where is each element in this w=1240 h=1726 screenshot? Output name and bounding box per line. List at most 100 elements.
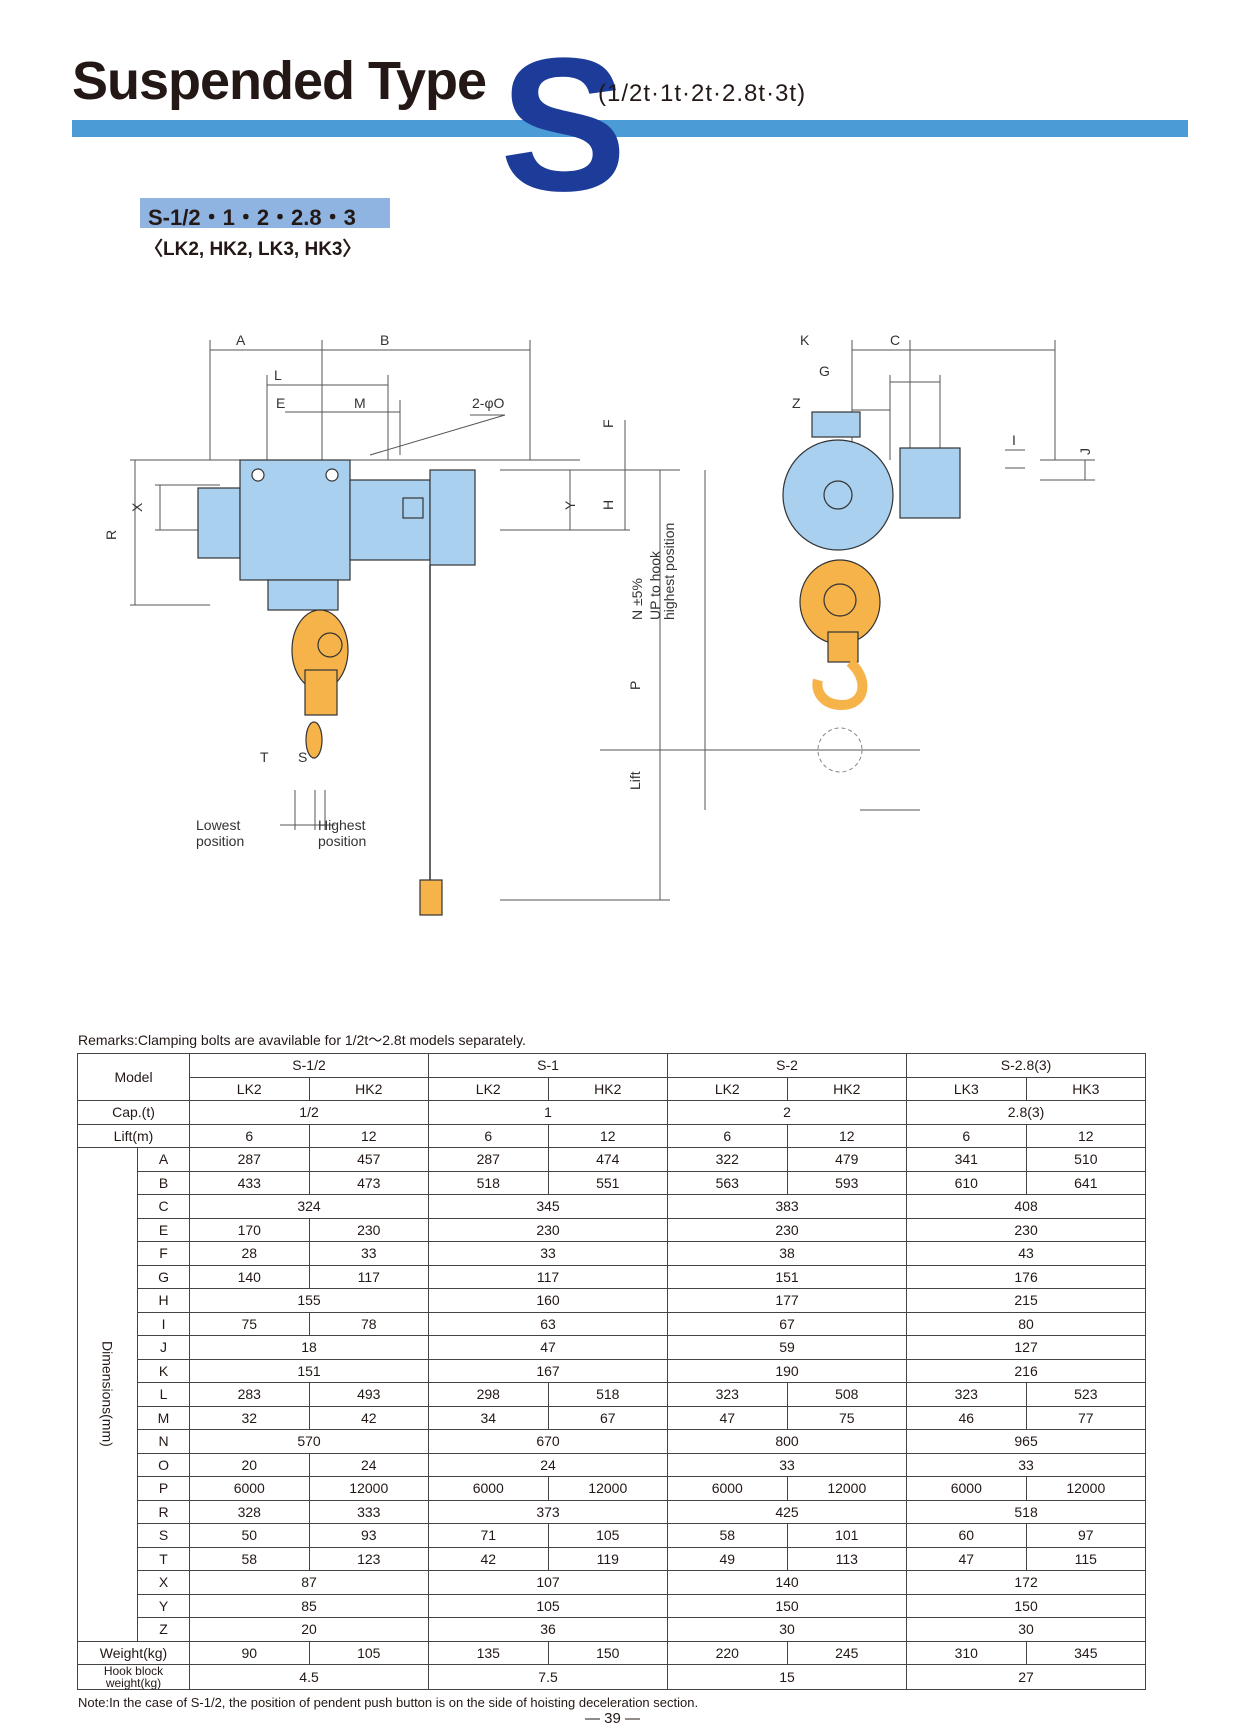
weight-cell: 90: [189, 1640, 310, 1665]
dim-row-r: R 328 333 373 425 518: [78, 1499, 1147, 1524]
dim-row-i: I 75 78 63 67 80: [78, 1311, 1147, 1336]
dim-label-c: C: [890, 332, 900, 348]
dim-cell: 33: [667, 1452, 908, 1477]
dim-cell: 34: [428, 1405, 549, 1430]
hook-weight-label: Hook block weight(kg): [76, 1664, 191, 1690]
dim-cell: 230: [667, 1217, 908, 1242]
dim-cell: 47: [906, 1546, 1027, 1571]
lift-cell: 6: [906, 1123, 1027, 1148]
dim-cell: 160: [428, 1288, 669, 1313]
dim-cell: 167: [428, 1358, 669, 1383]
dim-cell: 42: [308, 1405, 430, 1430]
dim-label-j: J: [1077, 448, 1093, 455]
dim-cell: 518: [547, 1382, 669, 1407]
dim-cell: 230: [308, 1217, 430, 1242]
dim-cell: 47: [667, 1405, 788, 1430]
dim-cell: 85: [189, 1593, 430, 1618]
dim-cell: 800: [667, 1429, 908, 1454]
dim-cell: 324: [189, 1194, 430, 1219]
dim-cell: 75: [786, 1405, 908, 1430]
dim-cell: 151: [667, 1264, 908, 1289]
dim-cell: 283: [189, 1382, 310, 1407]
dim-cell: 176: [906, 1264, 1147, 1289]
lift-cell: 12: [786, 1123, 908, 1148]
dim-cell: 6000: [428, 1476, 549, 1501]
submodel-header: LK3: [906, 1076, 1027, 1101]
dim-row-p: P 6000 12000 6000 12000 6000 12000 6000 …: [78, 1476, 1147, 1501]
dim-cell: 593: [786, 1170, 908, 1195]
footnote: Note:In the case of S-1/2, the position …: [78, 1695, 699, 1710]
dim-cell: 473: [308, 1170, 430, 1195]
dim-cell: 20: [189, 1617, 430, 1642]
dim-cell: 58: [667, 1523, 788, 1548]
hook-weight-cell: 27: [906, 1664, 1147, 1690]
dim-key: T: [136, 1546, 191, 1571]
dim-cell: 59: [667, 1335, 908, 1360]
dim-key: X: [136, 1570, 191, 1595]
dim-cell: 510: [1025, 1147, 1147, 1172]
dim-cell: 190: [667, 1358, 908, 1383]
dim-cell: 78: [308, 1311, 430, 1336]
remarks: Remarks:Clamping bolts are avavilable fo…: [78, 1032, 526, 1048]
submodel-header: HK2: [786, 1076, 908, 1101]
dim-cell: 341: [906, 1147, 1027, 1172]
dim-cell: 18: [189, 1335, 430, 1360]
dim-cell: 97: [1025, 1523, 1147, 1548]
dim-cell: 12000: [786, 1476, 908, 1501]
dim-cell: 50: [189, 1523, 310, 1548]
lift-label: Lift(m): [76, 1123, 191, 1148]
dim-row-n: N 570 670 800 965: [78, 1429, 1147, 1454]
submodel-header: LK2: [189, 1076, 310, 1101]
submodel-header: HK2: [547, 1076, 669, 1101]
dim-key: B: [136, 1170, 191, 1195]
dim-row-m: M 32 42 34 67 47 75 46 77: [78, 1405, 1147, 1430]
dim-cell: 518: [906, 1499, 1147, 1524]
dim-cell: 493: [308, 1382, 430, 1407]
specification-table: Model S-1/2 S-1 S-2 S-2.8(3) LK2 HK2 LK2…: [76, 1053, 1147, 1690]
lift-cell: 6: [667, 1123, 788, 1148]
label-n-tolerance: N ±5%: [629, 578, 645, 620]
dim-label-g: G: [819, 363, 830, 379]
hoist-dimension-drawing: A B L E M 2-φO F H Y X R P T S K C G Z I…: [103, 332, 1095, 916]
dim-key: K: [136, 1358, 191, 1383]
submodel-header: HK2: [308, 1076, 430, 1101]
dim-cell: 425: [667, 1499, 908, 1524]
page-title: Suspended Type: [72, 51, 487, 111]
dim-cell: 457: [308, 1147, 430, 1172]
dim-cell: 155: [189, 1288, 430, 1313]
dim-row-t: T 58 123 42 119 49 113 47 115: [78, 1546, 1147, 1571]
dim-row-o: O 20 24 24 33 33: [78, 1452, 1147, 1477]
weight-cell: 105: [308, 1640, 430, 1665]
label-highest-position-vertical: highest position: [661, 523, 677, 620]
dim-key: N: [136, 1429, 191, 1454]
weight-cell: 135: [428, 1640, 549, 1665]
dim-key: G: [136, 1264, 191, 1289]
dim-row-g: G 140 117 117 151 176: [78, 1264, 1147, 1289]
weight-cell: 245: [786, 1640, 908, 1665]
label-highest-line2: position: [318, 833, 366, 849]
dim-label-k: K: [800, 332, 810, 348]
dim-label-x: X: [129, 502, 145, 512]
dim-cell: 433: [189, 1170, 310, 1195]
dim-key: S: [136, 1523, 191, 1548]
dim-label-e: E: [276, 395, 285, 411]
dim-key: Y: [136, 1593, 191, 1618]
dim-key: E: [136, 1217, 191, 1242]
group-header: S-1: [428, 1053, 669, 1078]
dim-cell: 12000: [308, 1476, 430, 1501]
dim-cell: 101: [786, 1523, 908, 1548]
dim-label-a: A: [236, 332, 246, 348]
dim-cell: 80: [906, 1311, 1147, 1336]
group-header: S-1/2: [189, 1053, 430, 1078]
dim-key: A: [136, 1147, 191, 1172]
model-header: Model: [76, 1053, 191, 1101]
cap-label: Cap.(t): [76, 1100, 191, 1125]
hook-weight-cell: 15: [667, 1664, 908, 1690]
dim-cell: 373: [428, 1499, 669, 1524]
dim-cell: 140: [189, 1264, 310, 1289]
dim-cell: 58: [189, 1546, 310, 1571]
dim-label-s: S: [298, 749, 307, 765]
dim-cell: 333: [308, 1499, 430, 1524]
dim-cell: 105: [547, 1523, 669, 1548]
dim-cell: 24: [428, 1452, 669, 1477]
